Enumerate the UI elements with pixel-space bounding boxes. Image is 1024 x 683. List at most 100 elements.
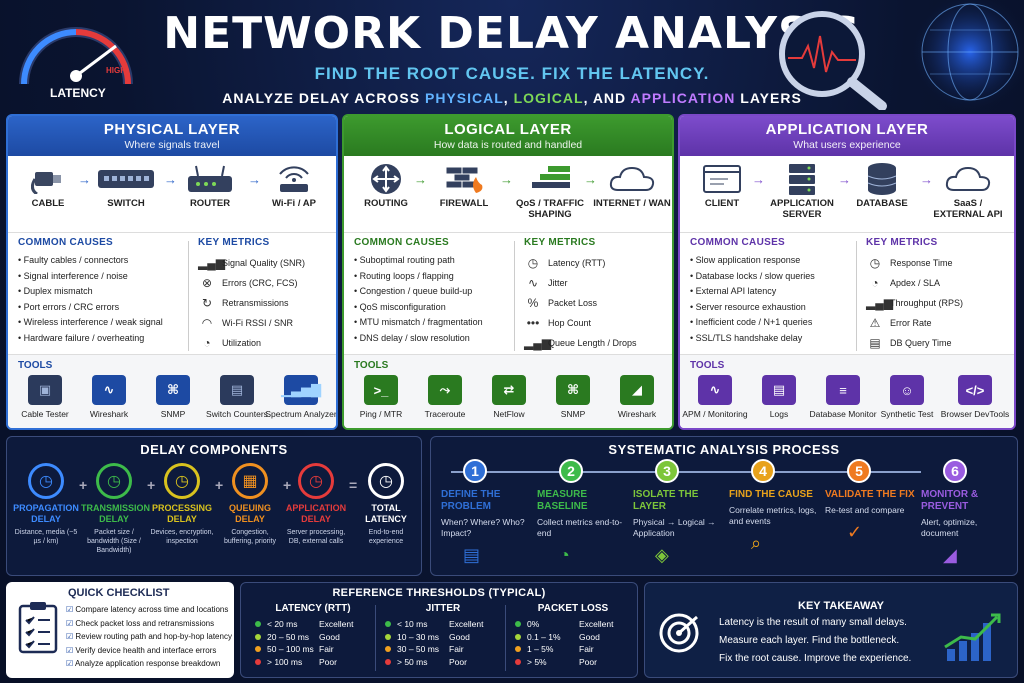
layer-flow: ROUTING → FIREWALL → QoS / TRAFFIC SHAPI…: [344, 162, 672, 232]
panel-subtitle: How data is routed and handled: [433, 139, 583, 151]
flow-label: DATABASE: [856, 198, 908, 209]
tools-section: TOOLS ∿APM / Monitoring ▤Logs ≡Database …: [680, 354, 1014, 428]
cause-item: • Signal interference / noise: [18, 270, 128, 281]
cause-item: • Server resource exhaustion: [690, 301, 806, 312]
flow-label: SWITCH: [107, 198, 145, 209]
globe-icon: [870, 0, 1024, 112]
magnifier-icon: [764, 6, 894, 111]
tool-ping-mtr[interactable]: >_Ping / MTR: [350, 375, 412, 419]
server-icon: [762, 162, 842, 196]
gauge-high-label: HIGH: [106, 66, 126, 75]
client-window-icon: [682, 162, 762, 196]
metric-item: ∿Jitter: [524, 273, 637, 293]
metric-item: ▤DB Query Time: [866, 333, 963, 353]
database-icon: ▤: [869, 336, 881, 350]
tool-apm-monitoring[interactable]: ∿APM / Monitoring: [682, 375, 748, 419]
tool-wireshark[interactable]: ◢Wireshark: [606, 375, 668, 419]
component-name: PROPAGATION DELAY: [13, 503, 79, 524]
step-desc: Re-test and compare: [825, 505, 905, 515]
flow-label: INTERNET / WAN: [593, 198, 671, 209]
tool-switch-counters[interactable]: ▤Switch Counters: [206, 375, 268, 419]
checklist-item: ☑ Review routing path and hop-by-hop lat…: [66, 632, 232, 641]
plus-sign: +: [147, 477, 156, 493]
page-title: NETWORK DELAY ANALYSIS: [163, 8, 861, 59]
status-dot: [515, 646, 521, 652]
metric-item: ▂▄▆Throughput (RPS): [866, 296, 964, 310]
section-title: KEY TAKEAWAY: [798, 600, 884, 612]
tool-snmp[interactable]: ⌘SNMP: [142, 375, 204, 419]
metric-item: •••Hop Count: [524, 313, 637, 333]
switch-icon: ▤: [220, 375, 254, 405]
takeaway-line: Fix the root cause. Improve the experien…: [719, 653, 912, 664]
tool-synthetic-test[interactable]: ☺Synthetic Test: [876, 375, 938, 419]
switch-icon: [86, 162, 166, 196]
tool-browser-devtools[interactable]: </>Browser DevTools: [941, 375, 1009, 419]
metric-item: %Packet Loss: [524, 293, 637, 313]
status-dot: [515, 621, 521, 627]
signal-bars-icon: ▂▄▆: [198, 256, 225, 270]
key-takeaway-panel: KEY TAKEAWAY Latency is the result of ma…: [644, 582, 1018, 678]
checkbox-checked-icon: ☑: [66, 632, 76, 641]
cause-item: • Duplex mismatch: [18, 286, 93, 296]
takeaway-line: Latency is the result of many small dela…: [719, 617, 907, 628]
step-number: 4: [751, 459, 775, 483]
speedometer-icon: LATENCY HIGH: [6, 6, 146, 106]
flow-label: CABLE: [31, 198, 65, 209]
column-header: JITTER: [425, 603, 461, 614]
tool-netflow[interactable]: ⇄NetFlow: [478, 375, 540, 419]
status-dot: [515, 658, 521, 665]
status-dot: [385, 621, 391, 627]
tool-spectrum-analyzer[interactable]: ▁▃▅▇Spectrum Analyzer: [265, 375, 336, 419]
component-name: TOTAL LATENCY: [365, 503, 407, 524]
component-name: PROCESSING DELAY: [151, 503, 212, 524]
tool-snmp[interactable]: ⌘SNMP: [542, 375, 604, 419]
arrow-icon: →: [164, 172, 177, 187]
quick-checklist-panel: QUICK CHECKLIST ☑ Compare latency across…: [6, 582, 234, 678]
tool-logs[interactable]: ▤Logs: [748, 375, 810, 419]
jitter-wave-icon: ∿: [527, 276, 539, 290]
step-number: 3: [655, 459, 679, 483]
checklist-item: ☑ Verify device health and interface err…: [66, 645, 217, 655]
header: LATENCY HIGH NETWORK DELAY ANALYSIS FIND…: [0, 0, 1024, 112]
cable-tester-icon: ▣: [28, 375, 62, 405]
layer-flow: CLIENT → APPLICATION SERVER → DATABASE →…: [680, 162, 1014, 232]
status-dot: [515, 633, 521, 640]
warning-icon: ⚠: [869, 316, 881, 330]
tool-cable-tester[interactable]: ▣Cable Tester: [14, 375, 76, 419]
wifi-ap-icon: [254, 162, 334, 196]
step-desc: When? Where? Who? Impact?: [441, 517, 525, 538]
status-dot: [385, 658, 391, 665]
checklist-item: ☑ Check packet loss and retransmissions: [66, 618, 215, 628]
checklist-item: ☑ Analyze application response breakdown: [66, 659, 221, 668]
status-dot: [255, 633, 261, 640]
tool-wireshark[interactable]: ∿Wireshark: [78, 375, 140, 419]
step-desc: Physical → Logical → Application: [633, 517, 716, 538]
tool-traceroute[interactable]: ⤳Traceroute: [414, 375, 476, 419]
arrow-icon: →: [78, 172, 91, 187]
section-title: REFERENCE THRESHOLDS (TYPICAL): [332, 587, 546, 599]
component-desc: Packet size / bandwidth (Size / Bandwidt…: [87, 529, 141, 554]
section-title: DELAY COMPONENTS: [140, 442, 288, 457]
plus-sign: +: [215, 477, 224, 493]
tool-database-monitor[interactable]: ≡Database Monitor: [809, 375, 877, 419]
retransmit-icon: ↻: [201, 296, 213, 310]
step-desc: Alert, optimize, document: [921, 517, 978, 538]
checkbox-checked-icon: ☑: [66, 618, 76, 628]
tools-section: TOOLS ▣Cable Tester ∿Wireshark ⌘SNMP ▤Sw…: [8, 354, 336, 428]
percent-icon: %: [527, 296, 539, 310]
utilization-gauge-icon: ◔: [203, 336, 211, 350]
clipboard-icon: [18, 600, 58, 659]
